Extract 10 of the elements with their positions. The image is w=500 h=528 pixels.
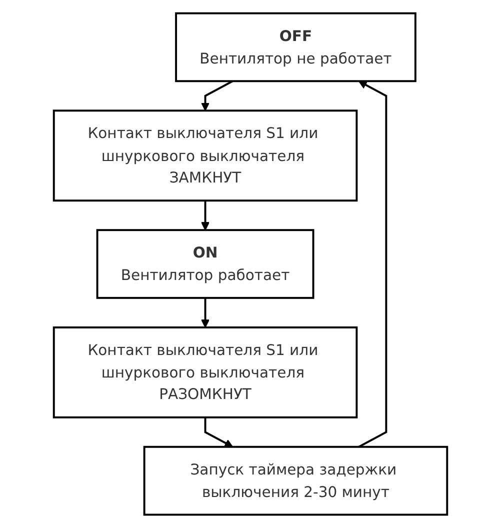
node-box: ON Вентилятор работает: [96, 229, 314, 299]
arrow: [200, 80, 233, 112]
arrow: [200, 298, 210, 328]
arrow: [200, 200, 210, 230]
node-box: Контакт выключателя S1 или шнуркового выключателя ЗАМКНУТ: [52, 110, 358, 202]
node-box: Запуск таймера задержки выключения 2-30 минут: [142, 446, 448, 516]
arrow: [204, 417, 233, 448]
node-box: Контакт выключателя S1 или шнуркового выключателя РАЗОМКНУТ: [52, 326, 358, 418]
node-box: OFF Вентилятор не работает: [174, 12, 416, 82]
arrow: [358, 80, 387, 448]
